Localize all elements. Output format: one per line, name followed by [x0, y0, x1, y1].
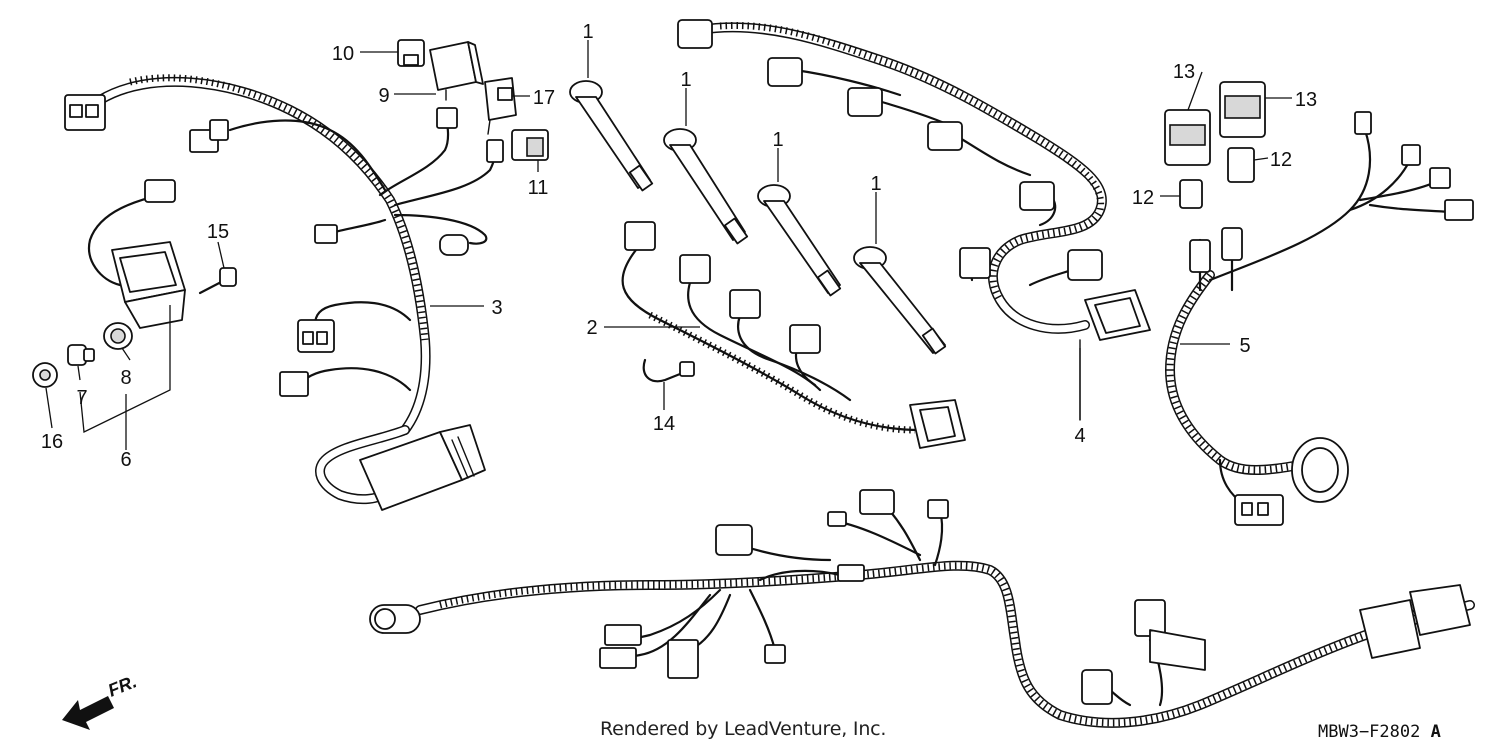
- main-wire-harness[interactable]: [369, 489, 1475, 728]
- callout-16: 16: [41, 431, 63, 453]
- callout-3: 3: [491, 297, 502, 319]
- callout-14: 14: [653, 413, 675, 435]
- nut-16[interactable]: [32, 362, 58, 388]
- relay-9[interactable]: [429, 41, 484, 101]
- relay-13b[interactable]: [1219, 81, 1266, 138]
- callout-2: 2: [586, 317, 597, 339]
- wire-harness-3[interactable]: [64, 74, 504, 511]
- connector-11[interactable]: [511, 129, 549, 161]
- callout-4: 4: [1074, 425, 1085, 447]
- callout-11: 11: [528, 177, 549, 199]
- callout-12b: 12: [1270, 149, 1292, 171]
- callout-1c: 1: [772, 129, 783, 151]
- diagram-code-main: MBW3−F2802: [1318, 722, 1421, 742]
- ignition-coil-1b[interactable]: [663, 128, 749, 245]
- relay-12b[interactable]: [1227, 147, 1255, 183]
- callout-12a: 12: [1132, 187, 1154, 209]
- front-direction-arrow-icon: [62, 696, 114, 730]
- callout-15: 15: [207, 221, 229, 243]
- leader-lines: [45, 40, 1292, 450]
- callout-6: 6: [120, 449, 131, 471]
- callout-9: 9: [378, 85, 389, 107]
- connector-10[interactable]: [397, 39, 425, 67]
- grommet-8[interactable]: [103, 322, 133, 350]
- coil-sub-harness-2[interactable]: [621, 221, 966, 449]
- render-credit: Rendered by LeadVenture, Inc.: [600, 718, 887, 740]
- ignition-coil-1c[interactable]: [757, 184, 842, 297]
- callout-8: 8: [120, 367, 131, 389]
- callout-13a: 13: [1173, 61, 1195, 83]
- harness-clamp-14[interactable]: [642, 358, 695, 383]
- diagram-code-suffix: A: [1430, 722, 1441, 742]
- ignition-coil-1d[interactable]: [853, 246, 947, 355]
- relay-13a[interactable]: [1164, 109, 1211, 166]
- callout-labels: 1 1 1 1 2 3 4 5 6 7 8 9 10 11 12 12 13 1…: [41, 21, 1317, 471]
- callout-1b: 1: [680, 69, 691, 91]
- callout-5: 5: [1239, 335, 1250, 357]
- bolt-15[interactable]: [198, 267, 237, 295]
- ignition-coil-1a[interactable]: [569, 80, 654, 192]
- relay-12a[interactable]: [1179, 179, 1203, 209]
- collar-7[interactable]: [67, 344, 95, 366]
- callout-10: 10: [332, 43, 354, 65]
- wire-harness-5[interactable]: [1165, 111, 1474, 526]
- callout-17: 17: [533, 87, 555, 109]
- callout-13b: 13: [1295, 89, 1317, 111]
- callout-1a: 1: [582, 21, 593, 43]
- relay-17[interactable]: [484, 77, 517, 135]
- callout-1d: 1: [870, 173, 881, 195]
- diagram-code: MBW3−F2802 A: [1318, 722, 1441, 742]
- wire-harness-4[interactable]: [677, 19, 1151, 421]
- callout-7: 7: [76, 387, 87, 409]
